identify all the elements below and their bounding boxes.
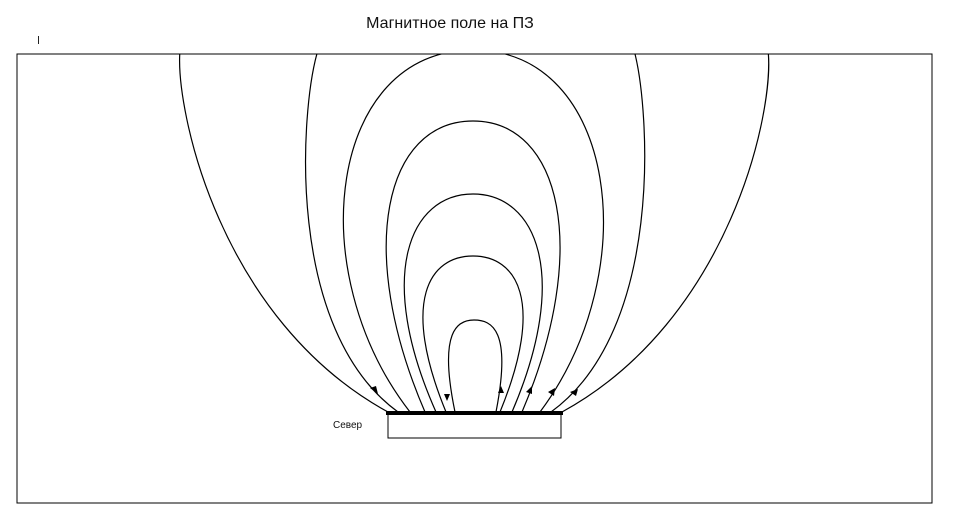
corner-tick-mark [38,36,39,44]
field-line-1 [447,319,503,413]
arrow-head-3 [526,386,532,394]
field-line-5 [342,54,604,413]
arrow-head-2 [498,386,504,393]
field-line-6 [305,54,399,413]
field-line-8 [179,54,389,413]
plot-frame [16,53,933,504]
field-line-2 [422,255,524,413]
diagram-title: Магнитное поле на ПЗ [366,15,534,32]
field-line-7 [550,54,646,413]
arrow-head-1 [444,394,450,401]
field-line-3 [403,193,543,413]
magnet-body [387,412,562,439]
arrow-head-6 [370,386,378,394]
pole-label-north: Север [333,420,363,431]
field-line-9 [561,54,770,413]
arrow-head-5 [570,389,578,396]
arrow-head-4 [548,388,555,396]
field-line-4 [385,120,561,413]
